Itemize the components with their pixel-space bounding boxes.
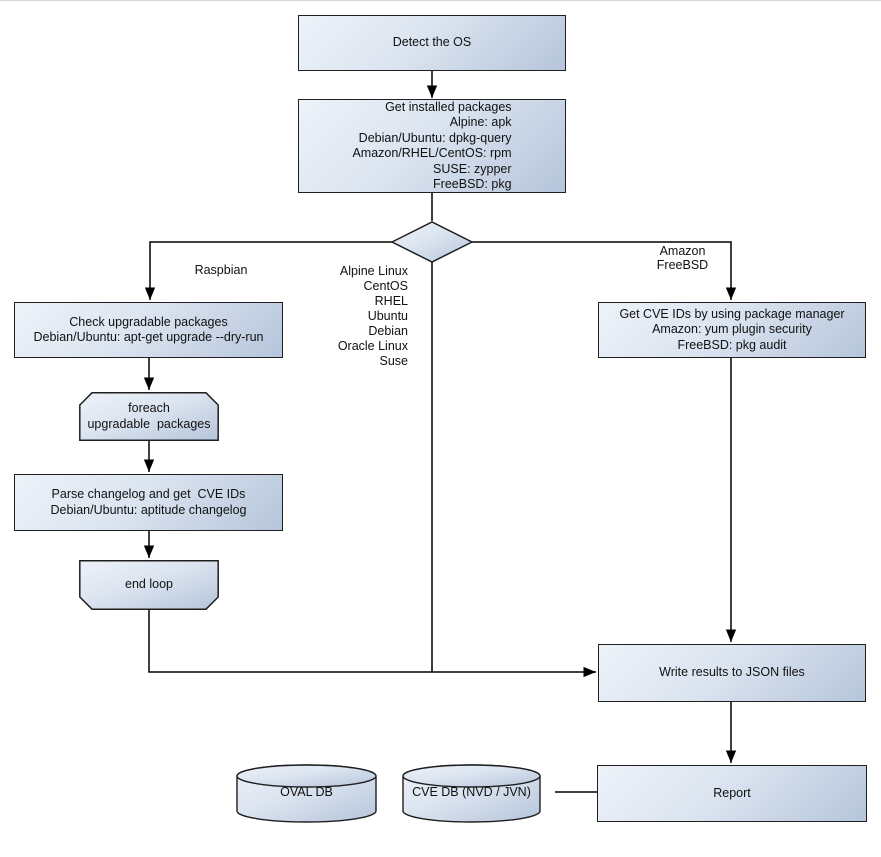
node-parse-changelog-label: Parse changelog and get CVE IDs Debian/U… (50, 487, 247, 517)
node-detect-os-label: Detect the OS (392, 35, 472, 50)
edge-label-raspbian: Raspbian (194, 263, 248, 277)
end-loop-shape (79, 560, 219, 610)
node-get-cve-by-package-manager: Get CVE IDs by using package manager Ama… (598, 302, 866, 358)
end-loop-label: end loop (125, 577, 173, 592)
node-detect-os: Detect the OS (298, 15, 566, 71)
top-hairline (0, 0, 881, 1)
node-report: Report (597, 765, 867, 822)
node-report-label: Report (713, 785, 751, 800)
decision-diamond (390, 221, 474, 263)
node-parse-changelog: Parse changelog and get CVE IDs Debian/U… (14, 474, 283, 531)
oval-db-label: OVAL DB (280, 785, 333, 800)
node-get-installed-packages: Get installed packages Alpine: apk Debia… (298, 99, 566, 193)
connector-decision-to-get-cve (472, 241, 737, 300)
connector-decision-to-check-upgradable (144, 241, 392, 300)
edge-label-amazon-freebsd: Amazon FreeBSD (656, 244, 709, 272)
cve-db-label: CVE DB (NVD / JVN) (412, 785, 531, 800)
node-write-results-to-json: Write results to JSON files (598, 644, 866, 702)
foreach-loop-label: foreach upgradable packages (87, 401, 211, 431)
node-check-upgradable-packages: Check upgradable packages Debian/Ubuntu:… (14, 302, 283, 358)
foreach-loop-shape (79, 392, 219, 441)
node-get-installed-packages-label: Get installed packages Alpine: apk Debia… (352, 99, 512, 192)
connector-endloop-to-write-results (148, 610, 596, 678)
edge-label-os-list: Alpine Linux CentOS RHEL Ubuntu Debian O… (337, 264, 408, 368)
node-check-upgradable-packages-label: Check upgradable packages Debian/Ubuntu:… (33, 314, 264, 345)
node-write-results-to-json-label: Write results to JSON files (659, 665, 805, 680)
node-get-cve-by-package-manager-label: Get CVE IDs by using package manager Ama… (619, 306, 845, 352)
oval-db-cylinder (236, 764, 377, 823)
cve-db-cylinder (402, 764, 541, 823)
